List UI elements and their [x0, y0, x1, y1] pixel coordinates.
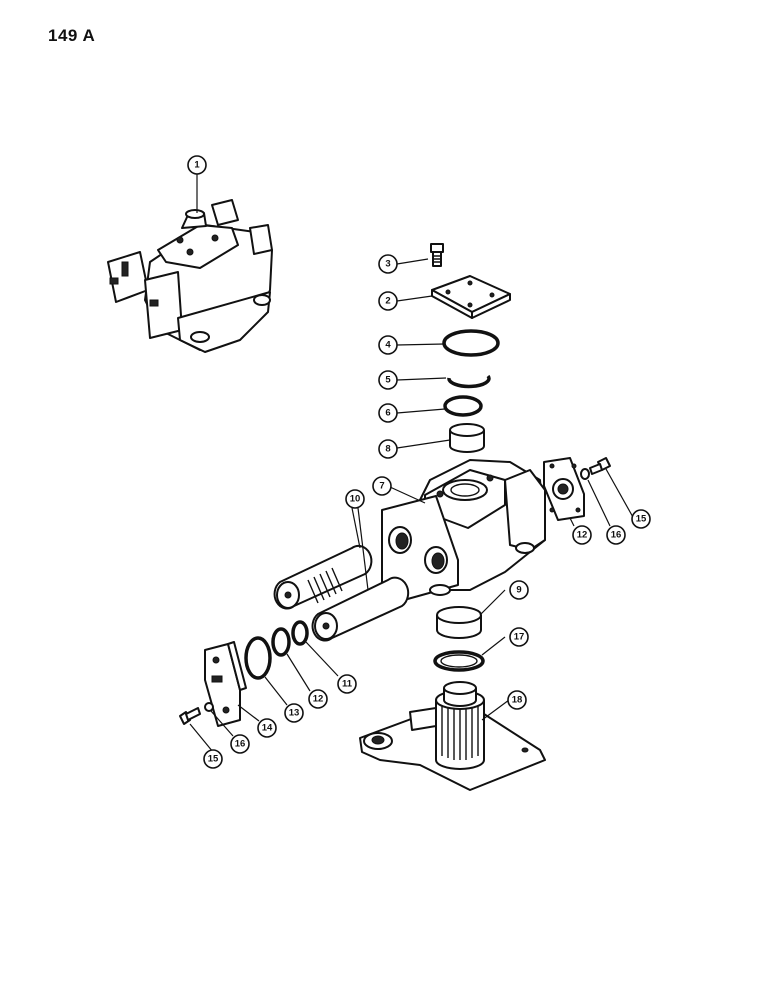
bushing-8 [449, 423, 485, 453]
ring-11 [291, 620, 309, 646]
callout-18-label: 18 [512, 695, 523, 706]
callout-9: 9 [509, 580, 529, 600]
callout-18: 18 [507, 690, 527, 710]
callout-13: 13 [284, 703, 304, 723]
bolt-15-right [589, 457, 611, 475]
callout-1-label: 1 [194, 160, 200, 171]
callout-13-label: 13 [289, 708, 300, 719]
steering-arm-18 [359, 681, 546, 791]
washer-16-left [204, 702, 214, 712]
callout-10: 10 [345, 489, 365, 509]
leader-lines [189, 174, 635, 753]
callout-8: 8 [378, 439, 398, 459]
callout-6: 6 [378, 403, 398, 423]
callout-2-label: 2 [385, 296, 390, 307]
callout-6-label: 6 [385, 408, 390, 419]
ring-13 [244, 636, 272, 680]
callout-5: 5 [378, 370, 398, 390]
callout-10-label: 10 [350, 494, 361, 505]
callout-15-left: 15 [203, 749, 223, 769]
callout-15-right-label: 15 [636, 514, 647, 525]
bolt-3 [430, 243, 444, 267]
callout-1: 1 [187, 155, 207, 175]
callout-15-left-label: 15 [208, 754, 219, 765]
callout-5-label: 5 [385, 375, 391, 386]
callout-16-right-label: 16 [611, 530, 622, 541]
bushing-9 [436, 606, 482, 639]
callout-9-label: 9 [516, 585, 521, 596]
callout-16-right: 16 [606, 525, 626, 545]
assembled-housing [107, 199, 273, 353]
callout-11-label: 11 [342, 679, 353, 690]
page-number: 149 A [48, 26, 96, 45]
housing-7 [381, 459, 546, 601]
callout-16-left-label: 16 [235, 739, 246, 750]
callout-15-right: 15 [631, 509, 651, 529]
cover-plate-2 [431, 275, 511, 319]
ring-17 [433, 650, 485, 672]
end-cap-14 [204, 641, 247, 727]
callout-2: 2 [378, 291, 398, 311]
callout-14-label: 14 [262, 723, 273, 734]
washer-16-right [580, 468, 590, 480]
ring-12-left [271, 627, 291, 657]
callout-4-label: 4 [385, 340, 391, 351]
callout-17: 17 [509, 627, 529, 647]
callout-12-right: 12 [572, 525, 592, 545]
callout-11: 11 [337, 674, 357, 694]
callout-12-left-label: 12 [313, 694, 324, 705]
end-cap-12-right [543, 457, 585, 521]
callout-3-label: 3 [385, 259, 390, 270]
callout-16-left: 16 [230, 734, 250, 754]
callout-14: 14 [257, 718, 277, 738]
callout-4: 4 [378, 335, 398, 355]
callout-8-label: 8 [385, 444, 390, 455]
callout-17-label: 17 [514, 632, 525, 643]
callout-12-right-label: 12 [577, 530, 588, 541]
ring-6 [443, 395, 483, 417]
o-ring-4 [442, 329, 500, 357]
callout-7-label: 7 [379, 481, 384, 492]
callout-12-left: 12 [308, 689, 328, 709]
snap-ring-5 [447, 374, 491, 389]
callout-3: 3 [378, 254, 398, 274]
callout-7: 7 [372, 476, 392, 496]
bolt-15-left [179, 707, 201, 725]
